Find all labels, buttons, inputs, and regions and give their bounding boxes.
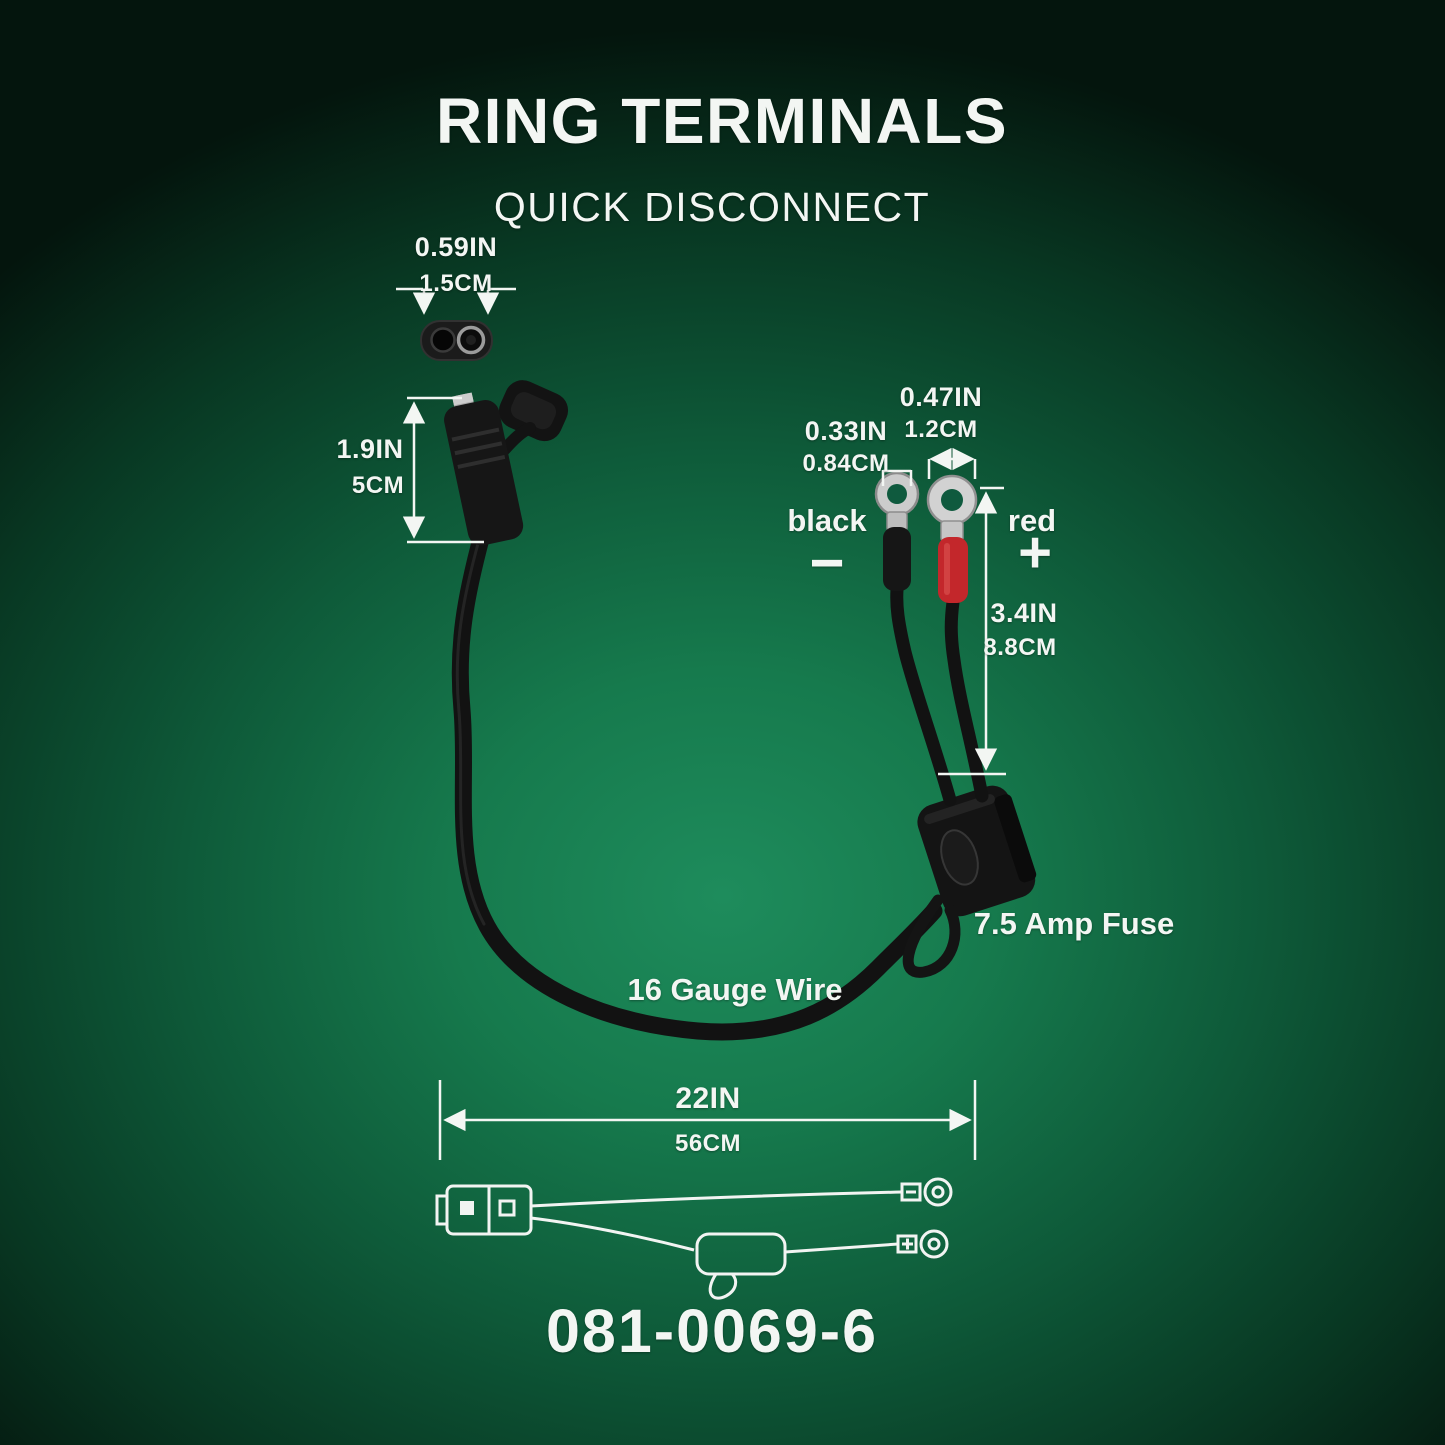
dim-cable-length xyxy=(438,1080,977,1160)
lineart-fuse xyxy=(695,1232,787,1276)
sae-plug-graphic xyxy=(444,380,569,546)
red-ring-terminal-graphic xyxy=(926,474,978,603)
main-cable-sheen xyxy=(455,538,486,926)
minus-polarity-sign: − xyxy=(809,529,845,596)
wire-gauge-label: 16 Gauge Wire xyxy=(627,972,843,1007)
dim-plug-width-inches: 0.59IN xyxy=(414,232,498,262)
dim-black-ring-metric: 0.84CM xyxy=(802,450,890,477)
dim-black-ring xyxy=(881,469,913,486)
lineart-top-wire xyxy=(530,1190,903,1208)
lineart-branch-wire xyxy=(530,1216,695,1252)
dim-red-ring-metric: 1.2CM xyxy=(904,416,978,443)
dim-lead-inches: 3.4IN xyxy=(990,598,1058,628)
page-subtitle: QUICK DISCONNECT xyxy=(493,184,931,230)
dim-red-ring xyxy=(927,447,977,479)
black-ring-terminal-graphic xyxy=(874,471,920,591)
fuse-label: 7.5 Amp Fuse xyxy=(973,906,1175,941)
plus-polarity-sign: + xyxy=(1018,520,1052,585)
main-cable-graphic xyxy=(451,526,943,1041)
red-terminal-label: red xyxy=(1007,503,1057,538)
dim-red-ring-inches: 0.47IN xyxy=(899,382,983,412)
dim-plug-width xyxy=(396,287,516,315)
black-lead-wire xyxy=(890,583,957,807)
dim-plug-length xyxy=(402,396,484,544)
black-terminal-label: black xyxy=(787,503,867,538)
lineart-ring-plus xyxy=(896,1229,949,1259)
cable-line-art xyxy=(435,1177,953,1300)
dim-cable-metric: 56CM xyxy=(674,1130,742,1157)
product-number: 081-0069-6 xyxy=(545,1297,879,1365)
dim-cable-inches: 22IN xyxy=(675,1082,741,1115)
sae-plug-top-view-icon xyxy=(420,320,493,361)
red-lead-wire xyxy=(944,595,989,803)
fuse-strap-loop-graphic xyxy=(902,894,961,978)
dimension-lines xyxy=(396,287,1006,1160)
dim-terminal-lead xyxy=(938,486,1006,776)
dim-plug-width-metric: 1.5CM xyxy=(419,270,493,297)
page-title: RING TERMINALS xyxy=(435,85,1009,157)
dim-plug-length-inches: 1.9IN xyxy=(336,434,404,464)
dim-plug-length-metric: 5CM xyxy=(351,472,405,499)
lineart-ring-minus xyxy=(900,1177,953,1207)
fuse-holder-graphic xyxy=(917,785,1037,917)
dim-black-ring-inches: 0.33IN xyxy=(804,416,888,446)
dim-lead-metric: 8.8CM xyxy=(983,634,1057,661)
